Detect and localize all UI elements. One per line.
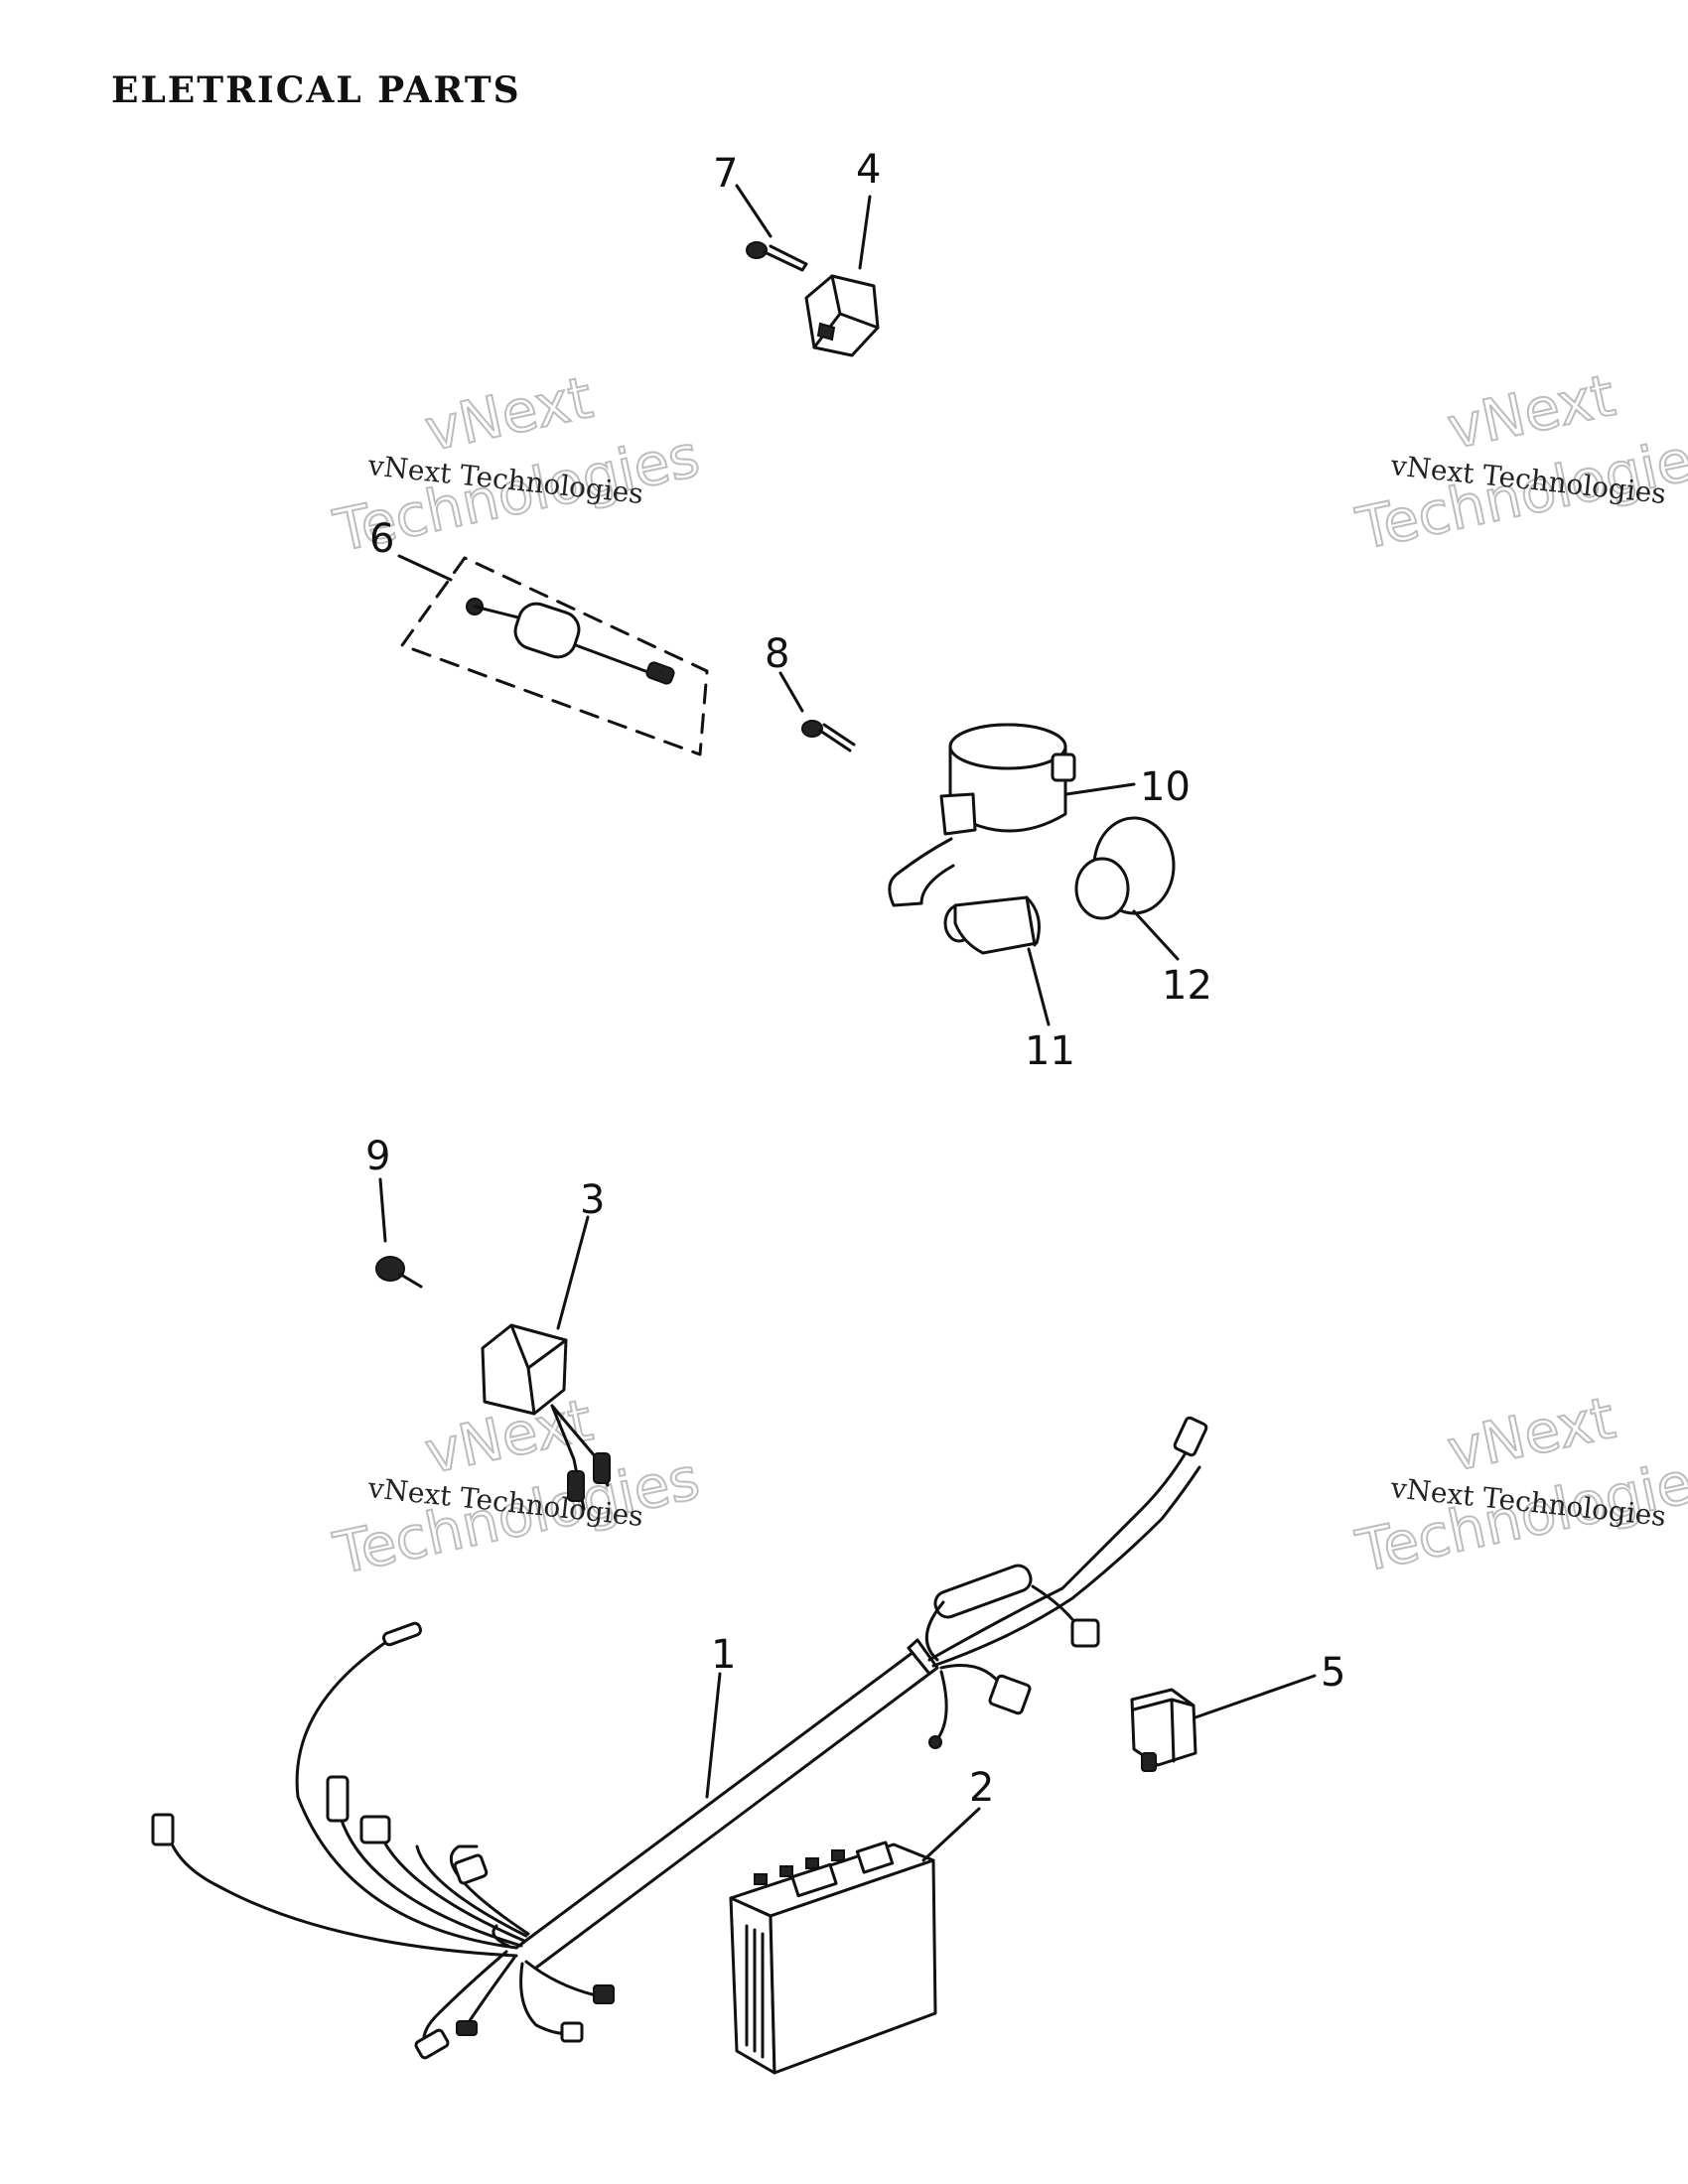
leader-6 bbox=[397, 554, 453, 582]
part-8-screw bbox=[801, 720, 856, 752]
leader-5 bbox=[1194, 1674, 1317, 1719]
callout-10: 10 bbox=[1140, 764, 1191, 810]
leader-12 bbox=[1132, 909, 1180, 961]
leader-9 bbox=[378, 1177, 387, 1243]
part-6-kit bbox=[400, 556, 709, 756]
callout-5: 5 bbox=[1321, 1650, 1345, 1696]
part-3-cdi-unit bbox=[481, 1323, 611, 1511]
leader-8 bbox=[778, 671, 804, 713]
leader-2 bbox=[921, 1807, 981, 1862]
callout-8: 8 bbox=[765, 631, 789, 677]
part-7-screw bbox=[746, 241, 808, 272]
part-11-plug-cap bbox=[943, 895, 1041, 955]
leader-lines bbox=[378, 184, 1317, 1862]
part-10-ignition-coil bbox=[888, 723, 1076, 907]
callout-4: 4 bbox=[856, 147, 881, 193]
leader-1 bbox=[705, 1672, 722, 1799]
leader-11 bbox=[1027, 947, 1051, 1026]
callout-7: 7 bbox=[713, 151, 738, 197]
callout-2: 2 bbox=[969, 1765, 994, 1811]
leader-4 bbox=[858, 195, 872, 270]
diagram-title: ELETRICAL PARTS bbox=[111, 69, 521, 111]
callout-1: 1 bbox=[711, 1632, 736, 1678]
part-12-boot bbox=[1074, 816, 1176, 920]
part-5-relay bbox=[1130, 1688, 1197, 1772]
callout-6: 6 bbox=[369, 516, 394, 562]
callout-12: 12 bbox=[1162, 963, 1212, 1009]
watermark-bottom-right: vNext Technologies bbox=[1349, 1383, 1688, 1586]
callout-3: 3 bbox=[580, 1177, 605, 1223]
part-4-switch bbox=[804, 274, 880, 357]
callout-11: 11 bbox=[1025, 1028, 1075, 1074]
callout-9: 9 bbox=[365, 1134, 390, 1179]
part-2-battery bbox=[729, 1841, 937, 2075]
leader-10 bbox=[1064, 782, 1136, 796]
part-1-wire-harness bbox=[151, 1416, 1208, 2060]
leader-3 bbox=[556, 1215, 590, 1330]
part-9-screw bbox=[375, 1256, 423, 1289]
leader-7 bbox=[735, 184, 773, 238]
watermark-top-right: vNext Technologies bbox=[1349, 360, 1688, 564]
